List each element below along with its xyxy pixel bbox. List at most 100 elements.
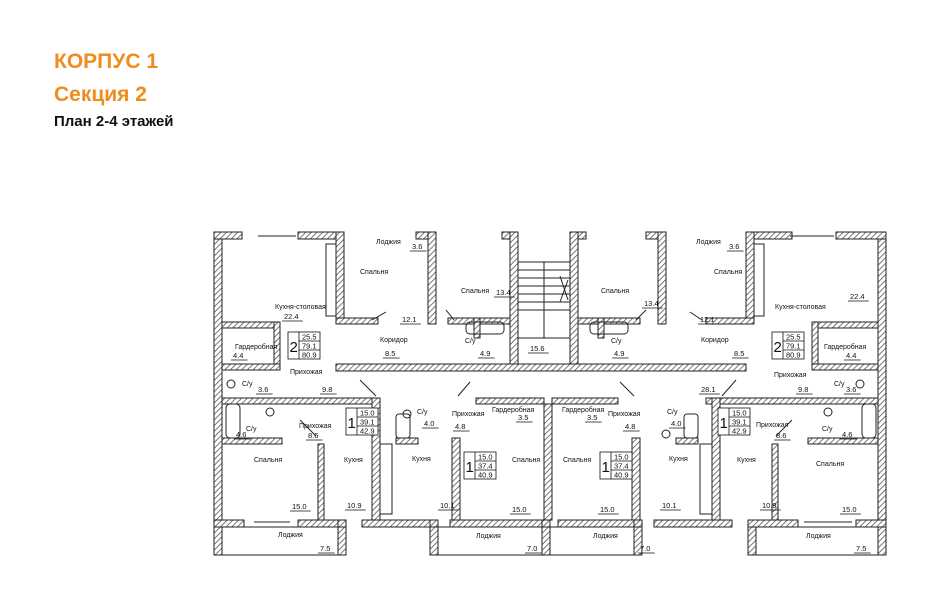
wall-stair-r	[569, 231, 579, 371]
wall-bed-c1	[451, 437, 461, 521]
room-label-loggia-r: Лоджия	[696, 239, 721, 246]
apartment-total-area: 79.1	[786, 342, 801, 351]
room-label-stair-area: 15.6	[530, 344, 545, 353]
wall-north-loggia-r	[745, 231, 755, 325]
room-label-kitch-l2-area: 10.9	[347, 501, 362, 510]
apartment-total-area: 39.1	[732, 418, 747, 427]
wall-west	[213, 231, 223, 556]
room-label-kitch-r2: Кухня	[737, 457, 756, 464]
apartment-badge-apt-l1: 115.039.142.9	[345, 407, 379, 436]
apartment-living-area: 15.0	[614, 453, 629, 462]
room-label-bed-tl-area: 12.1	[402, 315, 417, 324]
apartment-badge-apt-c2: 115.037.440.9	[599, 451, 633, 480]
apartment-area-with-loggia: 42.9	[732, 427, 747, 436]
room-label-cu-c1-area: 4.0	[424, 419, 434, 428]
room-label-cu-l-area: 4.9	[480, 349, 490, 358]
wall-mid-c2	[551, 397, 619, 405]
room-label-bed-c2-area: 15.0	[600, 505, 615, 514]
room-label-bed-tr-area: 12.1	[700, 315, 715, 324]
wall-int-l1	[427, 231, 437, 325]
wall-corr-6	[811, 321, 879, 329]
wall-kitch-r	[771, 443, 779, 521]
room-label-loggia-l: Лоджия	[376, 239, 401, 246]
wall-north-1	[213, 231, 243, 240]
room-label-cu-c2-area: 4.0	[671, 419, 681, 428]
wall-mid-r	[705, 397, 879, 405]
room-label-kitch-c2: Кухня	[669, 456, 688, 463]
kitchen-counter-c2	[699, 443, 713, 515]
room-label-cu-r2: С/у	[834, 381, 845, 388]
apartment-badge-apt-r2: 225.579.180.9	[771, 331, 805, 360]
wall-south-1	[213, 519, 245, 528]
wall-south-3	[337, 519, 347, 556]
room-label-bed-tr: Спальня	[714, 269, 742, 276]
room-label-cu-r2-area: 3.6	[846, 385, 856, 394]
apartment-area-with-loggia: 40.9	[478, 471, 493, 480]
room-label-ward-c2-area: 3.5	[587, 413, 597, 422]
wall-mid-c1	[475, 397, 545, 405]
wall-center-divider	[543, 403, 553, 521]
wall-corr-2	[335, 317, 379, 325]
room-label-corr-l: Коридор	[380, 337, 408, 344]
wall-corr-1	[221, 321, 281, 329]
wall-south-13	[855, 519, 887, 528]
room-label-kitch-l2: Кухня	[344, 457, 363, 464]
wall-south-6	[449, 519, 547, 528]
room-label-ward-r-area: 4.4	[846, 351, 856, 360]
loggia-bl-outline	[213, 526, 347, 556]
apartment-rooms-count: 1	[348, 415, 356, 432]
room-label-ward-c2: Гардеробная	[562, 406, 605, 414]
fixtures	[225, 243, 877, 515]
room-label-ward-l: Гардеробная	[235, 343, 278, 351]
room-label-hall-c2: Прихожая	[608, 411, 641, 418]
room-label-hall-l: Прихожая	[290, 369, 323, 376]
wall-south-8	[557, 519, 641, 528]
room-label-kitch-c2-area: 10.1	[662, 501, 677, 510]
apartment-living-area: 15.0	[360, 409, 375, 418]
room-label-loggia-c1: Лоджия	[476, 533, 501, 540]
room-label-bed-m-r-area: 13.4	[644, 299, 659, 308]
room-label-cu-l: С/у	[465, 338, 476, 345]
room-label-cu-r-area: 4.9	[614, 349, 624, 358]
room-label-bed-m-l-area: 13.4	[496, 288, 511, 297]
walls	[213, 231, 887, 556]
apartment-total-area: 37.4	[614, 462, 629, 471]
wall-cu-c2	[675, 437, 699, 445]
room-label-kitchen-r-area: 22.4	[850, 292, 865, 301]
door-swings	[254, 235, 852, 523]
apartment-rooms-count: 2	[290, 339, 298, 356]
wall-south-4	[361, 519, 433, 528]
room-label-kitchen-r: Кухня-столовая	[775, 304, 826, 311]
room-label-hall-r: Прихожая	[774, 372, 807, 379]
room-label-bed-c1-area: 15.0	[512, 505, 527, 514]
wall-bath-l	[221, 437, 283, 445]
room-label-cu-c2: С/у	[667, 409, 678, 416]
room-label-bed-bl-area: 15.0	[292, 502, 307, 511]
room-label-cu-r3-area: 4.6	[842, 430, 852, 439]
apartment-rooms-count: 1	[602, 459, 610, 476]
room-label-cu-l2: С/у	[242, 381, 253, 388]
room-label-bed-tl: Спальня	[360, 269, 388, 276]
room-label-cu-l2-area: 3.6	[258, 385, 268, 394]
wall-north-loggia-l	[335, 231, 345, 325]
apartment-living-area: 25.5	[786, 333, 801, 342]
room-label-kitch-c1: Кухня	[412, 456, 431, 463]
wall-bath-r	[807, 437, 879, 445]
room-label-bed-br-area: 15.0	[842, 505, 857, 514]
room-label-hall-l2-area: 8.6	[308, 431, 318, 440]
bathtub-l	[465, 321, 505, 335]
room-label-hall-l2: Прихожая	[299, 423, 332, 430]
room-label-loggia-c1-area: 7.0	[527, 544, 537, 553]
apartment-rooms-count: 1	[720, 415, 728, 432]
wall-hall-r	[811, 363, 879, 371]
room-label-hall-c1-area: 4.8	[455, 422, 465, 431]
room-label-ward-l-area: 4.4	[233, 351, 243, 360]
wall-south-7	[541, 519, 551, 556]
room-label-corr-l-area: 8.5	[385, 349, 395, 358]
wall-ward-r	[811, 321, 819, 367]
wall-kitch-l	[317, 443, 325, 521]
room-label-kitchen-l: Кухня-столовая	[275, 304, 326, 311]
wall-south-12	[747, 519, 799, 528]
